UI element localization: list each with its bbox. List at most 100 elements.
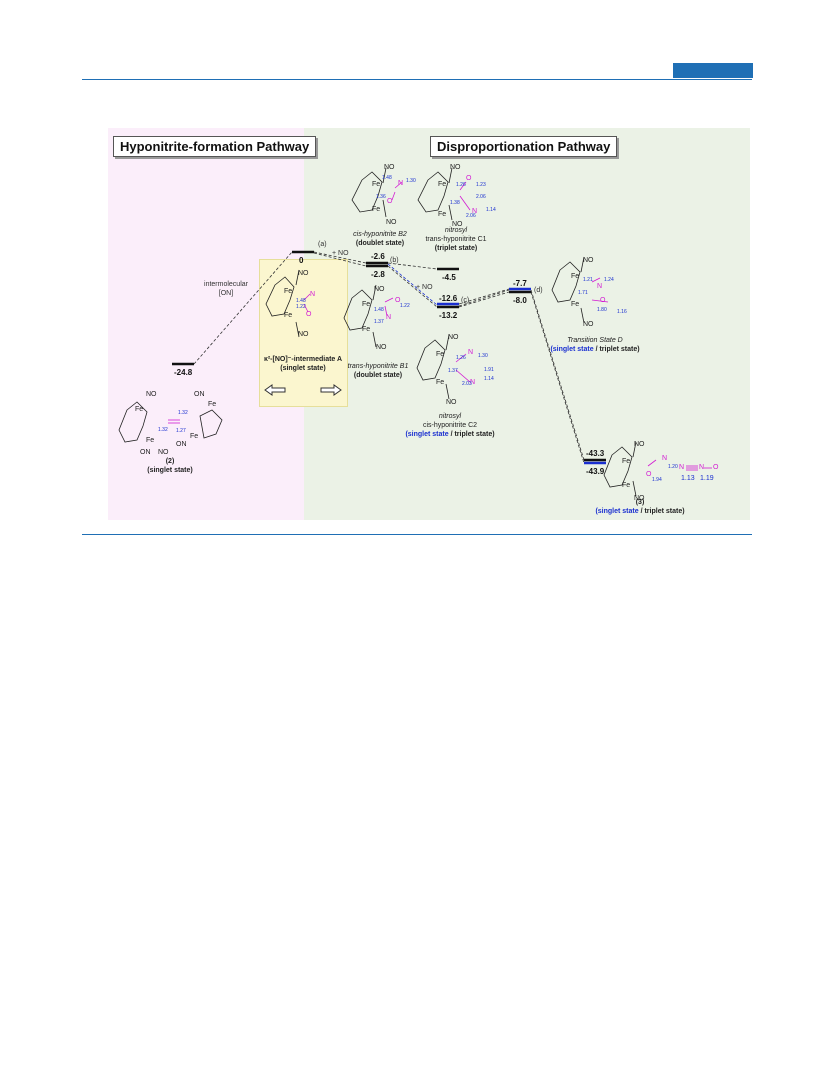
c2-fe2: Fe — [436, 379, 445, 386]
a-bond-1: 1.48 — [296, 298, 306, 304]
c1-state: (triplet state) — [434, 245, 478, 252]
connector-b1-to-c2 — [387, 265, 438, 308]
energy-m8-0: -8.0 — [513, 296, 527, 305]
b2-o: O — [387, 198, 393, 205]
b1-ring — [343, 289, 373, 331]
c2-right-on: ON — [194, 391, 205, 398]
b2-no1: NO — [384, 164, 395, 171]
c2-right-on2: ON — [176, 441, 187, 448]
energy-m2-8: -2.8 — [371, 270, 385, 279]
b1-no2: NO — [376, 344, 387, 351]
c2-bond-1: 1.26 — [456, 355, 466, 361]
c1-fe2: Fe — [438, 211, 447, 218]
c2-right-ring — [199, 409, 223, 439]
c2-n1: N — [468, 349, 474, 356]
c1-no1: NO — [450, 164, 461, 171]
header-rule — [82, 79, 752, 80]
a-state: (singlet state) — [280, 365, 326, 372]
c2-right-fe2: Fe — [190, 433, 199, 440]
a-fe1: Fe — [284, 288, 293, 295]
c3-no1: NO — [634, 441, 645, 448]
c2-left-no1: NO — [146, 391, 157, 398]
a-fe2: Fe — [284, 312, 293, 319]
d-no2: NO — [583, 321, 594, 328]
c2-bond-b: 1.32 — [158, 427, 168, 433]
c2-no1: NO — [448, 334, 459, 341]
connector-c-to-d-3 — [458, 289, 510, 307]
left-panel-title: Hyponitrite-formation Pathway — [113, 136, 317, 157]
c2-bond-3: 1.37 — [448, 368, 458, 374]
connector-c-to-d-2 — [458, 291, 510, 308]
c1-bond-3: 1.38 — [450, 200, 460, 206]
energy-m43-9: -43.9 — [586, 467, 605, 476]
d-bond-2: 1.24 — [604, 277, 614, 283]
c1-ring — [417, 171, 449, 213]
d-bond-3: 1.71 — [578, 290, 588, 296]
connector-d-to-3b — [530, 291, 585, 464]
c3-fe2: Fe — [622, 482, 631, 489]
b2-fe2: Fe — [372, 206, 381, 213]
b1-o: O — [395, 297, 401, 304]
c2-n2: N — [470, 379, 476, 386]
a-no1: NO — [298, 270, 309, 277]
b2-bond-1: 1.48 — [382, 175, 392, 181]
path-label-a: (a) — [318, 241, 327, 248]
a-name: κ²-[NO]⁻-intermediate A — [263, 356, 343, 363]
n2o-n2: N — [699, 464, 705, 471]
c2-bond-5: 2.03 — [462, 381, 472, 387]
c2-bond-6: 1.14 — [484, 376, 494, 382]
c3-no2: NO — [634, 495, 645, 502]
d-bond-1: 1.21 — [583, 277, 593, 283]
b1-state: (doublet state) — [353, 372, 403, 379]
c2-compound-name: (2) — [165, 458, 175, 465]
a-no2: NO — [298, 331, 309, 338]
energy-m7-7: -7.7 — [513, 279, 527, 288]
plus-no-label-2: + NO — [416, 284, 433, 291]
connector-b2-to-c1 — [387, 262, 438, 270]
header-tab — [673, 63, 753, 78]
connector-blue-b-to-c — [387, 263, 438, 306]
right-panel-title: Disproportionation Pathway — [430, 136, 618, 157]
b1-bond-1: 1.48 — [374, 307, 384, 313]
a-o: O — [306, 311, 312, 318]
intermolecular-label: intermolecular — [204, 281, 248, 288]
right-arrow — [320, 384, 342, 396]
n2o-o: O — [713, 464, 719, 471]
b2-no2: NO — [386, 219, 397, 226]
c3-o: O — [646, 471, 652, 478]
connector-d-to-3a — [530, 289, 585, 461]
c3-n: N — [662, 455, 668, 462]
b2-bond-3: 1.36 — [376, 194, 386, 200]
c1-bond-1: 1.26 — [456, 182, 466, 188]
b2-fe1: Fe — [372, 181, 381, 188]
c2-bond-2: 1.30 — [478, 353, 488, 359]
c2-left-on: ON — [140, 449, 151, 456]
path-label-c: (c) — [461, 297, 470, 304]
path-label-b: (b) — [390, 257, 399, 264]
n2o-n1: N — [679, 464, 685, 471]
c2-bond-a: 1.32 — [178, 410, 188, 416]
connector-2-to-0 — [193, 251, 293, 365]
c1-bond-2: 1.23 — [476, 182, 486, 188]
energy-m13-2: -13.2 — [439, 311, 458, 320]
c2-ring — [416, 339, 446, 381]
c2-right-fe: Fe — [208, 401, 217, 408]
energy-0: 0 — [299, 256, 304, 265]
b1-fe1: Fe — [362, 301, 371, 308]
c3-compound-state: (singlet state / triplet state) — [595, 508, 685, 515]
c2-bond-c: 1.27 — [176, 428, 186, 434]
c1-line1: nitrosyl — [444, 227, 468, 234]
d-n: N — [597, 283, 603, 290]
d-state: (singlet state / triplet state) — [550, 346, 640, 353]
c1-o1: O — [466, 175, 472, 182]
plus-no-label-1: + NO — [332, 250, 349, 257]
energy-m12-6: -12.6 — [439, 294, 458, 303]
c3-compound-name: (3) — [635, 499, 645, 506]
energy-m24-8: -24.8 — [174, 368, 193, 377]
c2-line1: nitrosyl — [438, 413, 462, 420]
b2-state: (doublet state) — [355, 240, 405, 247]
c2-line2: cis-hyponitrite C2 — [422, 422, 478, 429]
b1-bond-3: 1.37 — [374, 319, 384, 325]
c1-bond-6: 2.06 — [466, 213, 476, 219]
a-n: N — [310, 291, 316, 298]
